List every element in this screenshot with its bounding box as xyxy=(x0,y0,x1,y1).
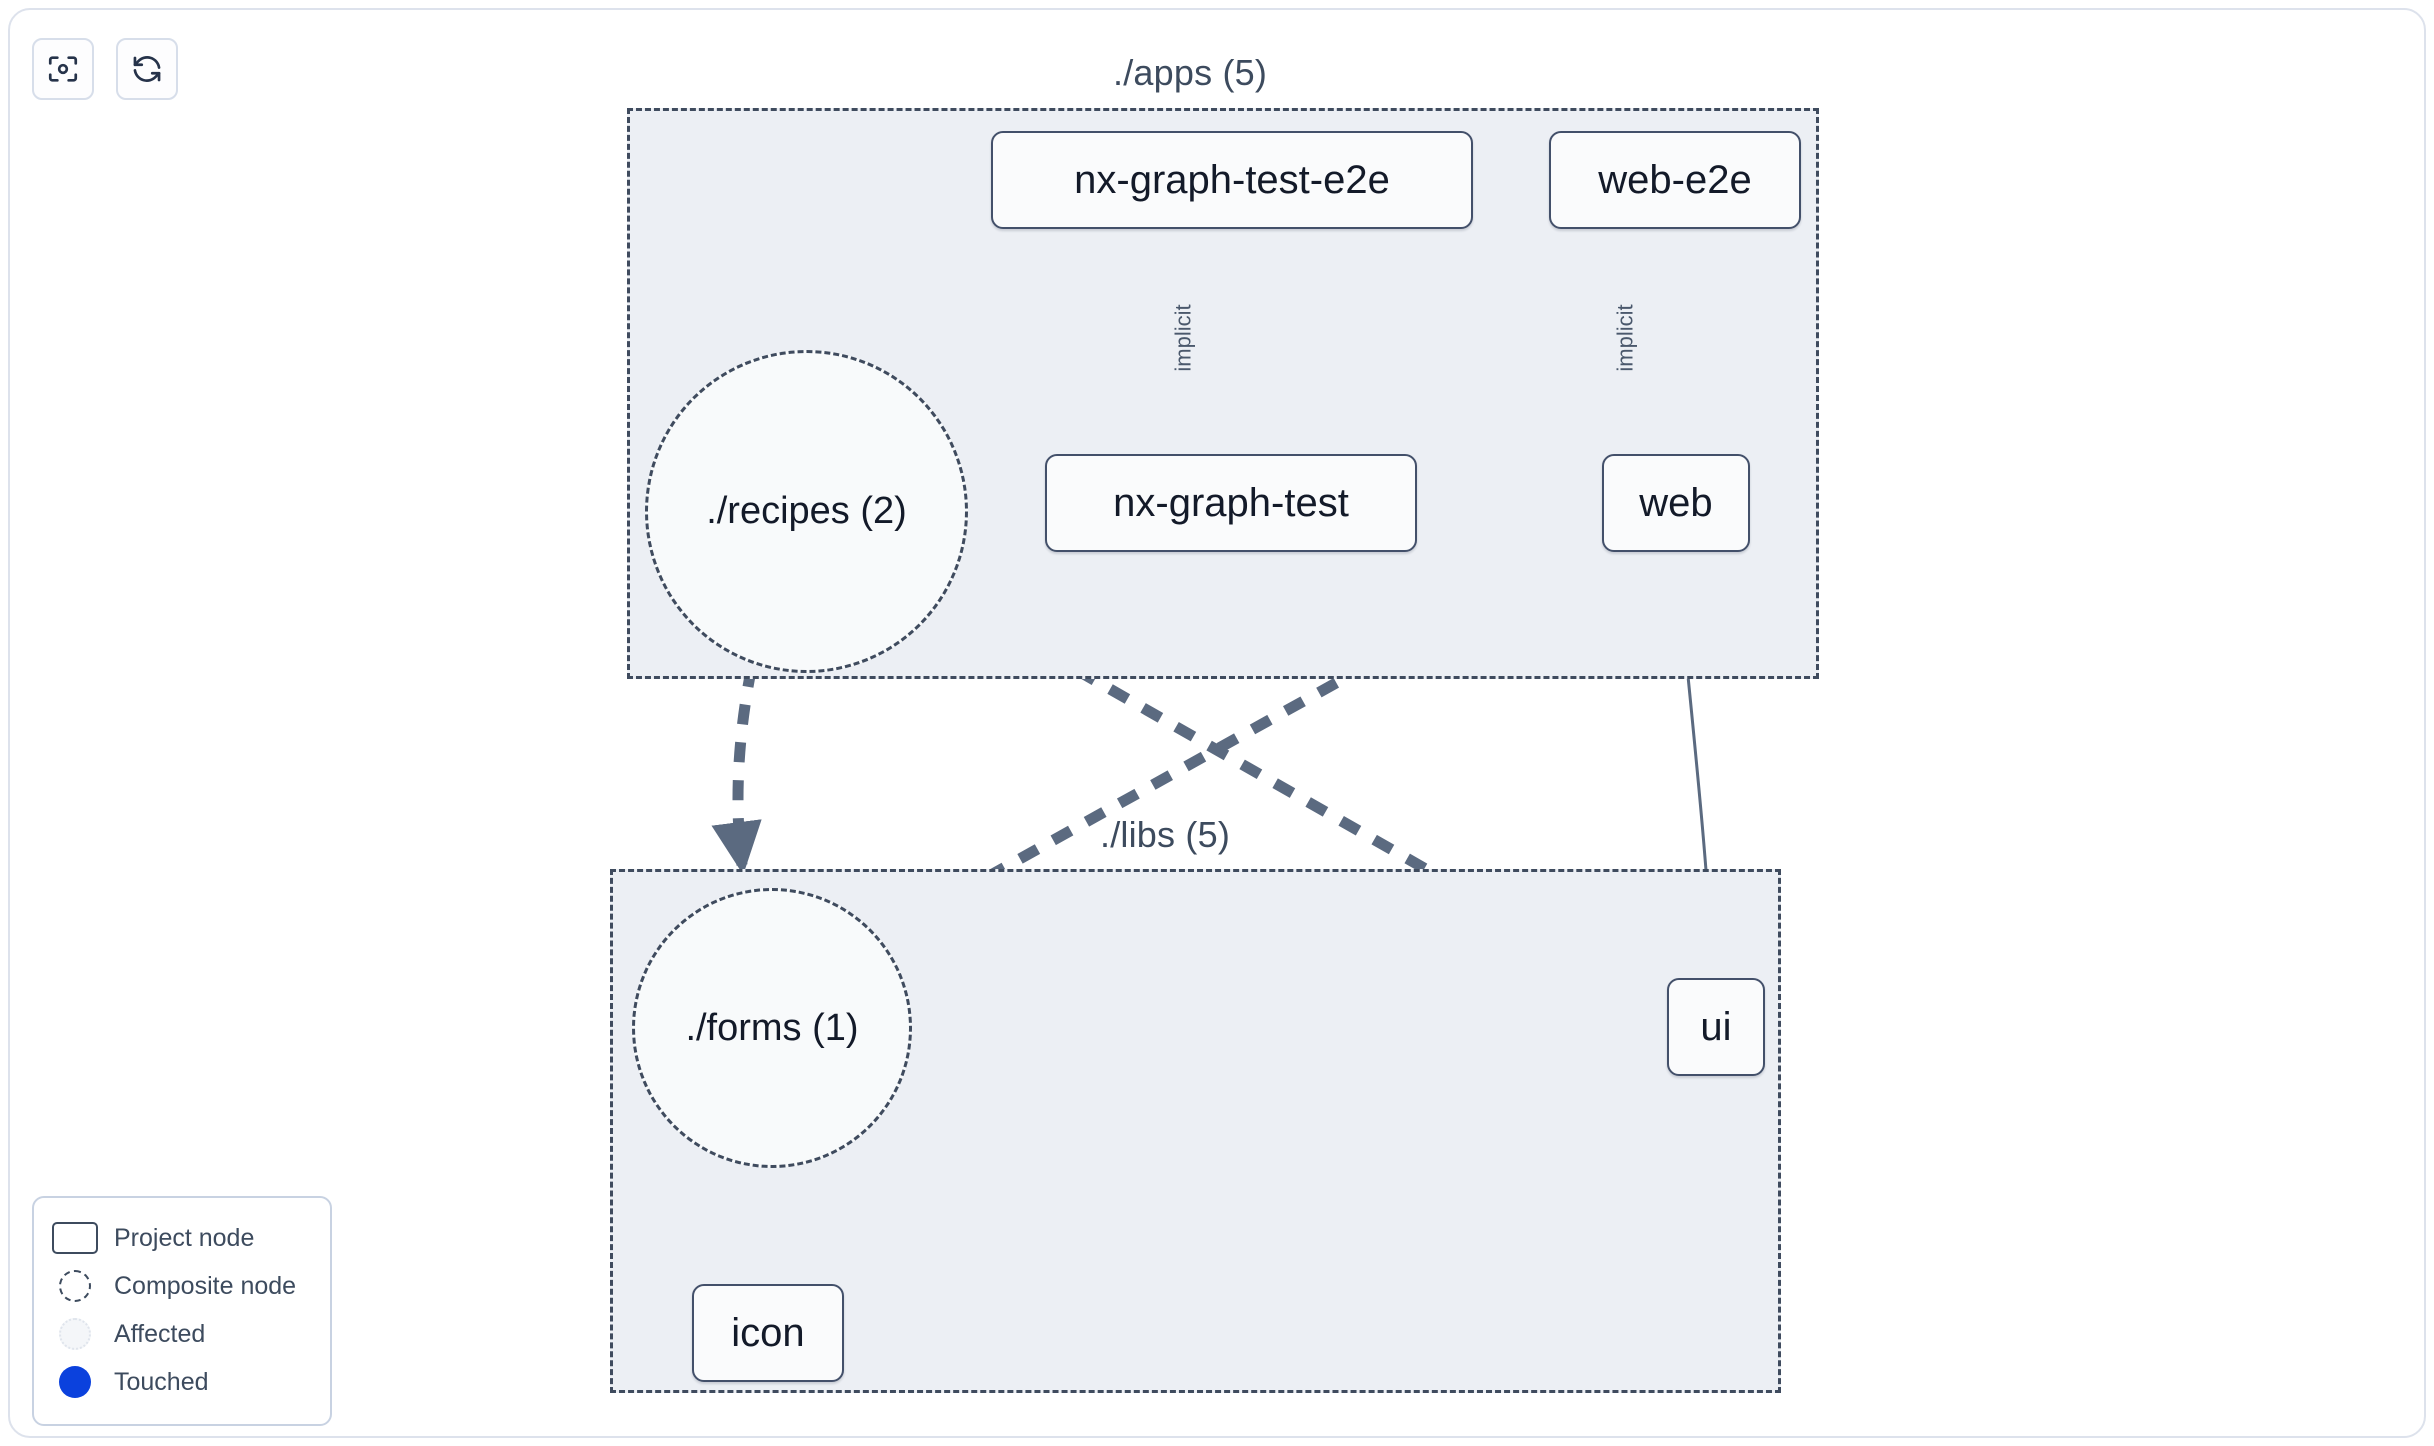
legend-item-affected: Affected xyxy=(52,1310,312,1358)
node-ui[interactable]: ui xyxy=(1667,978,1765,1076)
node-nx-graph-test[interactable]: nx-graph-test xyxy=(1045,454,1417,552)
legend-label: Composite node xyxy=(114,1271,297,1300)
node-nx-graph-test-e2e[interactable]: nx-graph-test-e2e xyxy=(991,131,1473,229)
node-label: ./forms (1) xyxy=(685,1006,859,1049)
touched-swatch-icon xyxy=(52,1365,98,1399)
focus-target-button[interactable] xyxy=(32,38,94,100)
legend-item-composite-node: Composite node xyxy=(52,1262,312,1310)
node-label: web xyxy=(1639,481,1713,525)
node-forms[interactable]: ./forms (1) xyxy=(632,888,912,1168)
project-node-swatch-icon xyxy=(52,1221,98,1255)
node-web-e2e[interactable]: web-e2e xyxy=(1549,131,1801,229)
graph-toolbar xyxy=(32,38,178,100)
legend-item-touched: Touched xyxy=(52,1358,312,1406)
node-label: web-e2e xyxy=(1598,158,1752,202)
group-label-apps: ./apps (5) xyxy=(1113,52,1268,93)
affected-swatch-icon xyxy=(52,1317,98,1351)
node-label: nx-graph-test xyxy=(1113,481,1349,525)
group-label-libs: ./libs (5) xyxy=(1100,814,1231,855)
refresh-icon xyxy=(130,52,164,86)
node-label: ui xyxy=(1700,1005,1732,1049)
node-web[interactable]: web xyxy=(1602,454,1750,552)
node-icon[interactable]: icon xyxy=(692,1284,844,1382)
graph-legend: Project node Composite node Affected Tou… xyxy=(32,1196,332,1426)
node-label: nx-graph-test-e2e xyxy=(1074,158,1390,202)
legend-label: Project node xyxy=(114,1223,255,1252)
refresh-button[interactable] xyxy=(116,38,178,100)
focus-target-icon xyxy=(46,52,80,86)
node-label: icon xyxy=(731,1311,805,1355)
legend-label: Affected xyxy=(114,1319,206,1348)
composite-node-swatch-icon xyxy=(52,1269,98,1303)
node-label: ./recipes (2) xyxy=(706,490,907,532)
legend-label: Touched xyxy=(114,1367,209,1396)
legend-item-project-node: Project node xyxy=(52,1214,312,1262)
node-recipes[interactable]: ./recipes (2) xyxy=(645,350,968,673)
